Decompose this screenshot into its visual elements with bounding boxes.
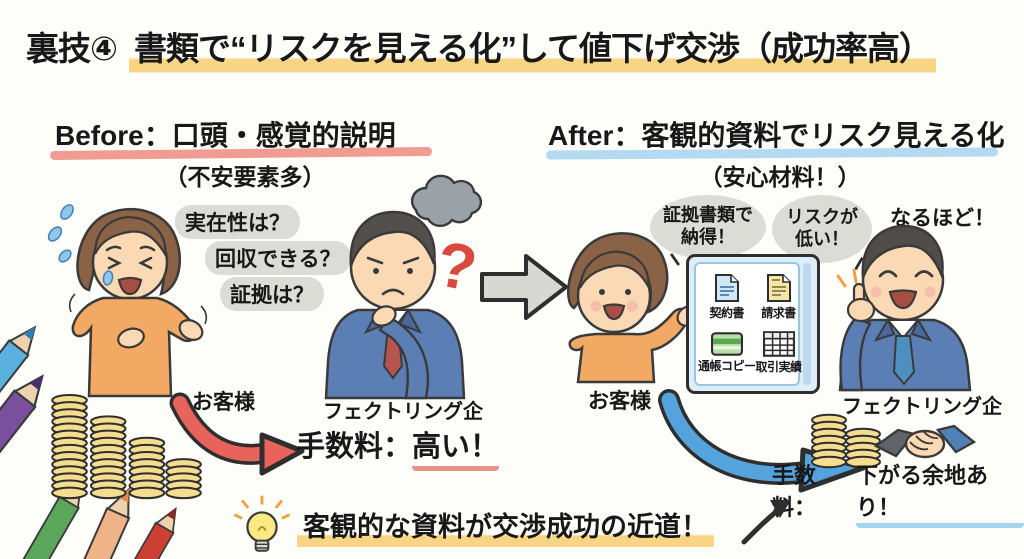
after-customer-illustration	[567, 232, 700, 384]
before-company-label: フェクトリング企	[323, 401, 483, 423]
after-company-label: フェクトリング企	[842, 396, 1002, 418]
before-fee-label: 手数料：	[296, 431, 413, 463]
after-fee-line: 手数料： 下がる余地あり！	[772, 458, 1024, 528]
question-mark-icon: ?	[431, 227, 482, 305]
page-title: 裏技④ 書類で“リスクを見える化”して値下げ交渉（成功率高）	[26, 22, 936, 74]
before-customer-label: お客様	[192, 391, 255, 414]
before-fee-value: 高い！	[412, 423, 500, 471]
after-fee-value: 下がる余地あり！	[856, 458, 1024, 528]
coin-stacks-small-icon	[811, 413, 881, 469]
after-bubble-documents: 証拠書類で 納得！	[650, 195, 766, 259]
handshake-icon	[873, 424, 977, 459]
after-subheading: （安心材料！）	[699, 164, 861, 190]
concern-bubble-2: 回収できる？	[205, 241, 351, 275]
before-fee-line: 手数料： 高い！	[296, 423, 500, 471]
blue-pencil-icon	[0, 325, 37, 438]
up-right-arrow-icon	[741, 500, 791, 545]
transaction-table-icon	[762, 331, 795, 357]
before-subheading: （不安要素多）	[164, 164, 326, 190]
concern-bubble-1: 実在性は？	[175, 205, 300, 239]
after-company-illustration	[836, 224, 972, 392]
after-customer-label: お客様	[588, 390, 651, 413]
document-transactions: 取引実績	[756, 326, 802, 380]
footer-message: 客観的な資料が交渉成功の近道！	[297, 505, 714, 548]
title-badge: 裏技④	[26, 30, 118, 67]
orange-pencil-icon	[64, 487, 131, 559]
document-contract: 契約書	[698, 268, 756, 326]
red-pencil-icon	[111, 506, 177, 559]
red-arrow-icon	[169, 392, 305, 476]
passbook-icon	[710, 332, 743, 356]
before-heading: Before：口頭・感覚的説明	[55, 120, 396, 151]
thought-cloud-icon	[410, 174, 483, 228]
document-passbook: 通帳コピー	[698, 326, 756, 380]
purple-pencil-icon	[0, 374, 45, 496]
after-bubble-agree: なるほど！	[890, 207, 995, 230]
title-main-text: 書類で“リスクを見える化”して値下げ交渉（成功率高）	[128, 22, 936, 74]
after-heading: After：客観的資料でリスク見える化	[548, 120, 1005, 151]
concern-bubble-3: 証拠は？	[220, 277, 324, 311]
contract-document-icon	[714, 274, 739, 302]
before-after-arrow-icon	[480, 254, 568, 320]
documents-sheet: 契約書 請求書 通帳コピー	[694, 262, 802, 386]
after-bubble-risk: リスクが 低い！	[772, 195, 872, 263]
before-customer-illustration	[47, 204, 208, 398]
lightbulb-icon	[234, 495, 290, 552]
before-company-illustration: ?	[324, 174, 483, 400]
document-invoice: 請求書	[756, 268, 802, 326]
documents-folder: 契約書 請求書 通帳コピー	[686, 254, 820, 394]
invoice-document-icon	[766, 274, 791, 302]
